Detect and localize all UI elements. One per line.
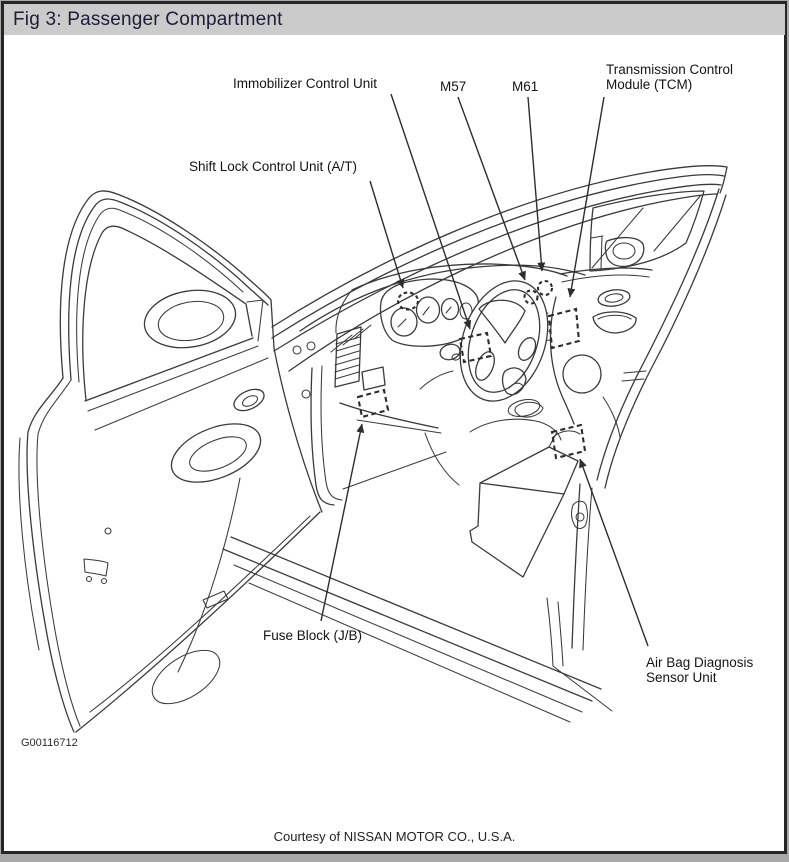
callout-m61-label: M61 (512, 79, 539, 94)
callout-airbag-label: Air Bag Diagnosis Sensor Unit (646, 655, 753, 685)
callout-tcm-line1: Transmission Control (606, 62, 734, 77)
marker-immobilizer (458, 331, 493, 364)
open-door (18, 190, 323, 733)
marker-airbag-sensor (550, 423, 587, 460)
body-sill (222, 188, 727, 723)
leader-fuse-block (320, 423, 365, 622)
leader-immobilizer (390, 93, 472, 330)
leader-m57 (457, 96, 526, 281)
passenger-door (559, 190, 705, 382)
figure-code: G00116712 (21, 737, 78, 749)
callout-shift-lock-label: Shift Lock Control Unit (A/T) (189, 159, 358, 174)
component-markers (356, 279, 587, 460)
credit-line: Courtesy of NISSAN MOTOR CO., U.S.A. (273, 829, 516, 844)
callout-m57-label: M57 (440, 79, 467, 94)
windshield-roof (271, 164, 728, 372)
marker-fuse-block (356, 388, 390, 419)
leader-lines (320, 93, 649, 647)
figure-title: Fig 3: Passenger Compartment (13, 9, 283, 30)
steering-wheel (459, 280, 549, 418)
marker-m57 (523, 289, 539, 305)
leader-airbag-sensor (579, 458, 649, 647)
center-console (469, 398, 588, 578)
title-bar (4, 4, 785, 35)
leader-shift-lock (369, 180, 405, 289)
callout-immobilizer-label: Immobilizer Control Unit (233, 76, 378, 91)
marker-shift-lock (396, 291, 420, 311)
callout-airbag-line2: Sensor Unit (646, 670, 717, 685)
dashboard (299, 263, 602, 490)
leader-tcm (567, 96, 605, 298)
callout-fuse-block-label: Fuse Block (J/B) (263, 628, 363, 643)
callout-airbag-line1: Air Bag Diagnosis (646, 655, 754, 670)
marker-tcm (547, 307, 581, 350)
marker-m61 (536, 279, 554, 297)
callout-tcm-label: Transmission Control Module (TCM) (606, 62, 733, 92)
callout-tcm-line2: Module (TCM) (606, 77, 693, 92)
leader-m61 (527, 96, 546, 272)
